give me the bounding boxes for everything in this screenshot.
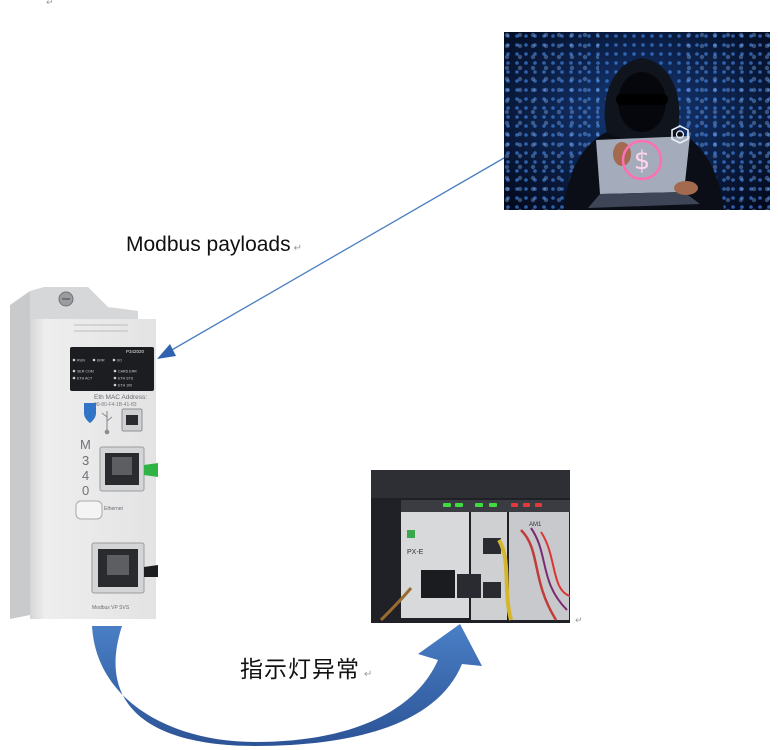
paragraph-mark: ↵	[575, 615, 583, 625]
plc-module: P342020 RUN ERR I/O SER COM CARD ERR ETH…	[10, 287, 158, 619]
photo-tag-left: PX-E	[407, 549, 424, 556]
plc-photo: PX-E AM1	[371, 470, 570, 623]
plc-rack-photo: PX-E AM1	[371, 470, 570, 623]
shield-icon	[84, 403, 96, 423]
model-letter: M	[80, 437, 91, 452]
led-label: ETH STS	[118, 377, 134, 381]
model-letter: 3	[82, 453, 89, 468]
mac-title: Eth MAC Address:	[94, 394, 147, 401]
payload-label: Modbus payloads↵	[126, 233, 302, 256]
photo-tag-right: AM1	[529, 522, 542, 528]
dollar-symbol: $	[634, 146, 651, 176]
led-label: ETH 100	[118, 384, 132, 388]
model-letter: 4	[82, 468, 89, 483]
usb-icon	[101, 411, 113, 435]
bottom-label: Modbus VP SVS	[92, 605, 130, 611]
model-letter: 0	[82, 483, 89, 498]
led-label: CARD ERR	[118, 370, 137, 374]
led-label: I/O	[117, 359, 122, 363]
led-label: RUN	[77, 359, 85, 363]
led-label: ERR	[97, 359, 105, 363]
status-label: 指示灯异常↵	[240, 657, 374, 683]
hacker-image: $	[504, 32, 770, 210]
hacker-illustration: $	[504, 32, 770, 210]
ethernet-label: Ethernet	[104, 506, 124, 512]
mac-value: 00-80-F4-1B-41-83	[94, 402, 137, 408]
led-label: SER COM	[77, 370, 94, 374]
paragraph-mark: ↵	[46, 0, 54, 7]
led-label: ETH ACT	[77, 377, 93, 381]
part-number: P342020	[126, 349, 145, 354]
